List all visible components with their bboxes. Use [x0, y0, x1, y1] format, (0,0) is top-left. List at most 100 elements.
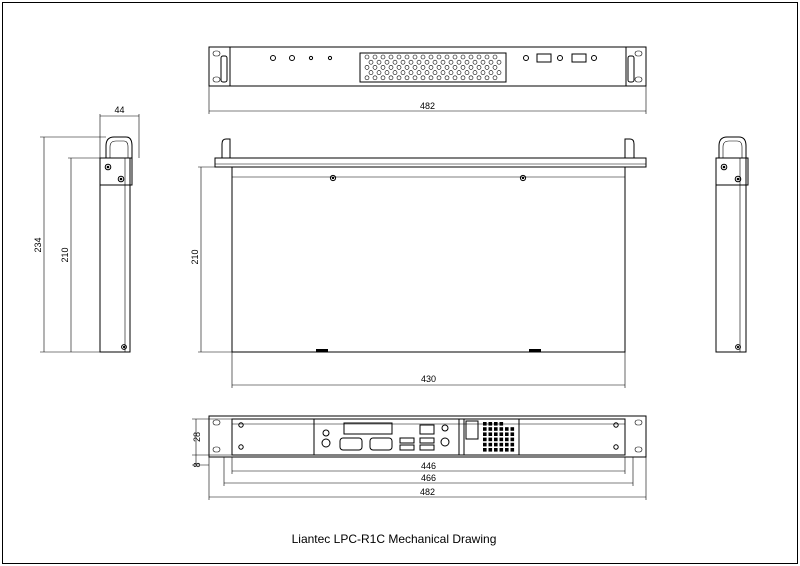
front-left-handle: [220, 55, 228, 83]
dim-rear-28: 28: [192, 432, 202, 442]
psu-vent-hole: [488, 432, 493, 436]
vent-hole: [388, 75, 394, 81]
psu-vent-hole: [488, 437, 493, 442]
vent-hole: [404, 65, 410, 70]
psu-vent-hole: [499, 427, 504, 431]
psu-vent-hole: [499, 442, 504, 447]
psu-vent-hole: [499, 437, 504, 442]
psu-vent-hole: [510, 437, 515, 442]
psu-vent-hole: [494, 432, 498, 436]
io-shield: [313, 418, 460, 456]
side-view-right: [715, 136, 749, 353]
vent-hole: [412, 65, 418, 70]
vent-hole: [476, 54, 482, 60]
vent-hole: [420, 65, 426, 70]
psu-vent-hole: [505, 437, 509, 442]
front-view: [208, 46, 647, 114]
dim-side-depth: 44: [114, 105, 124, 115]
vent-hole: [476, 65, 482, 70]
front-usb-port-icon: [536, 53, 552, 63]
vent-hole: [412, 54, 418, 60]
vent-hole: [480, 59, 486, 65]
vent-hole: [376, 59, 382, 65]
audio-jack-icon: [322, 429, 330, 437]
vent-hole: [496, 70, 502, 75]
vent-hole: [368, 59, 374, 65]
front-led-icon: [327, 55, 333, 61]
dim-side-height: 210: [60, 247, 70, 262]
vent-hole: [492, 54, 498, 60]
vent-hole: [484, 65, 490, 70]
vent-hole: [484, 75, 490, 81]
vent-hole: [424, 59, 430, 65]
psu-vent-hole: [488, 448, 493, 452]
vent-hole: [448, 70, 454, 75]
vent-hole: [372, 65, 378, 70]
psu-vent-hole: [510, 442, 515, 447]
psu-vent-hole: [499, 448, 504, 452]
psu-vent-hole: [510, 432, 515, 436]
vent-hole: [448, 59, 454, 65]
vent-hole: [488, 70, 494, 75]
dim-top-height: 210: [190, 249, 200, 264]
power-inlet-icon: [465, 420, 479, 440]
psu-vent-hole: [483, 427, 487, 431]
vent-hole: [488, 59, 494, 65]
vent-hole: [372, 75, 378, 81]
dim-side-height-total: 234: [33, 237, 43, 252]
vent-hole: [364, 54, 370, 60]
usb-port-icon: [419, 444, 435, 451]
vent-hole: [456, 59, 462, 65]
psu-vent-hole: [499, 432, 504, 436]
vent-hole: [492, 65, 498, 70]
vent-hole: [384, 59, 390, 65]
vent-hole: [420, 54, 426, 60]
psu-area: [463, 418, 520, 456]
vent-hole: [444, 65, 450, 70]
vent-hole: [460, 75, 466, 81]
vent-hole: [412, 75, 418, 81]
dim-rear-482: 482: [420, 487, 435, 497]
vent-hole: [452, 54, 458, 60]
vent-hole: [404, 75, 410, 81]
front-right-handle: [627, 55, 635, 83]
psu-vent-hole: [494, 427, 498, 431]
vent-hole: [464, 70, 470, 75]
vent-hole: [472, 70, 478, 75]
vent-hole: [428, 65, 434, 70]
vent-hole: [416, 59, 422, 65]
vent-hole: [368, 70, 374, 75]
vent-hole: [404, 54, 410, 60]
vent-hole: [436, 54, 442, 60]
usb-port-icon: [399, 437, 415, 444]
psu-vent-hole: [510, 427, 515, 431]
vent-hole: [392, 70, 398, 75]
vent-hole: [420, 75, 426, 81]
psu-vent-hole: [483, 448, 487, 452]
dim-top-width: 430: [421, 374, 436, 384]
usb-port-icon: [399, 444, 415, 451]
vent-hole: [440, 59, 446, 65]
psu-vent-hole: [488, 422, 493, 426]
vent-hole: [392, 59, 398, 65]
vent-hole: [484, 54, 490, 60]
front-led-icon: [308, 55, 314, 61]
vent-hole: [432, 59, 438, 65]
top-view: [198, 138, 647, 388]
vent-hole: [364, 65, 370, 70]
psu-vent-hole: [505, 432, 509, 436]
psu-vent-hole: [499, 422, 504, 426]
vent-hole: [472, 59, 478, 65]
front-vent-grille: [359, 52, 507, 83]
vent-hole: [400, 70, 406, 75]
side-view-left: [40, 114, 140, 353]
usb-port-icon: [419, 437, 435, 444]
vent-hole: [444, 54, 450, 60]
vga-port-icon: [369, 437, 393, 451]
vent-hole: [428, 75, 434, 81]
psu-vent-hole: [510, 448, 515, 452]
vent-hole: [452, 65, 458, 70]
psu-vent-hole: [494, 448, 498, 452]
vent-hole: [468, 75, 474, 81]
